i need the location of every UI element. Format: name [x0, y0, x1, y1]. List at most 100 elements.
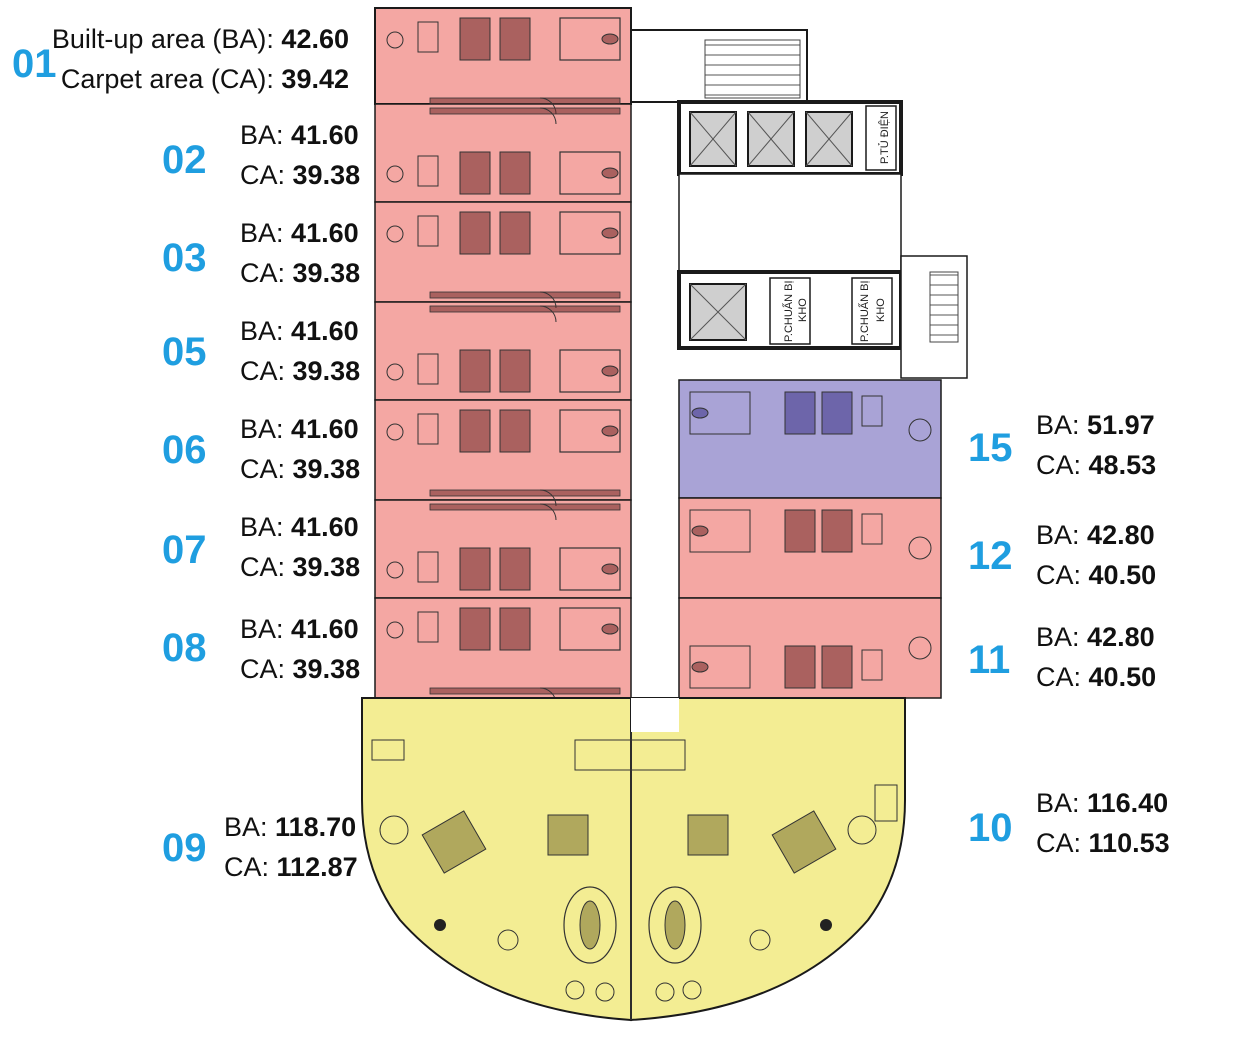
bathtub-icon [579, 900, 601, 950]
toilet-icon [601, 365, 619, 377]
unit-09-ba-value: 118.70 [275, 812, 357, 842]
bathroom-icon [559, 607, 621, 651]
unit-10-number: 10 [968, 806, 1013, 850]
electrical-room [865, 105, 897, 171]
unit-03-ca-label: CA: [240, 258, 286, 288]
toilet-icon [601, 425, 619, 437]
door-icon [539, 305, 557, 323]
bed-icon [459, 211, 491, 255]
table-icon [847, 815, 877, 845]
bed-icon [499, 151, 531, 195]
unit-07-number: 07 [162, 528, 207, 572]
unit-11-ba-value: 42.80 [1087, 622, 1155, 652]
unit-10-ca-value: 110.53 [1088, 828, 1170, 858]
chair-icon [386, 621, 404, 639]
bathroom-icon [559, 17, 621, 61]
toilet-icon [691, 407, 709, 419]
unit-09-zone[interactable] [361, 697, 632, 1022]
chair-icon [655, 982, 675, 1002]
toilet-icon [691, 661, 709, 673]
unit-06-ca-value: 39.38 [292, 454, 361, 484]
unit-08-ba: BA: 41.60 [240, 616, 359, 643]
unit-12-ca-label: CA: [1036, 560, 1082, 590]
right-furniture [689, 391, 932, 689]
unit-10-zone[interactable] [630, 697, 906, 1022]
unit-12-ca: CA: 40.50 [1036, 562, 1156, 589]
unit-12-ba-value: 42.80 [1087, 520, 1155, 550]
unit-02-ca: CA: 39.38 [240, 162, 360, 189]
unit-07-ca-value: 39.38 [292, 552, 361, 582]
desk-icon [417, 611, 439, 643]
unit-05-number: 05 [162, 330, 207, 374]
bathroom-icon [559, 409, 621, 453]
unit-02-ca-value: 39.38 [292, 160, 361, 190]
toilet-icon [601, 623, 619, 635]
bed-icon [459, 607, 491, 651]
table-icon [749, 929, 771, 951]
unit-09-ca-value: 112.87 [276, 852, 358, 882]
bed-icon [821, 645, 853, 689]
bathroom-icon [559, 349, 621, 393]
wardrobe-icon [429, 687, 621, 695]
bed-icon [499, 547, 531, 591]
chair-icon [386, 363, 404, 381]
unit-01-ca: Carpet area (CA): 39.42 [61, 66, 349, 93]
desk-icon [417, 551, 439, 583]
unit-15-number: 15 [968, 426, 1013, 470]
unit-02-ba-label: BA: [240, 120, 284, 150]
bathtub-icon [664, 900, 686, 950]
unit-15-ba-label: BA: [1036, 410, 1080, 440]
chair-icon [386, 423, 404, 441]
unit-12-ba: BA: 42.80 [1036, 522, 1155, 549]
unit-05-ba: BA: 41.60 [240, 318, 359, 345]
unit-08-ca: CA: 39.38 [240, 656, 360, 683]
corridor-gap [631, 698, 679, 732]
chair-icon [386, 31, 404, 49]
unit-12-ba-label: BA: [1036, 520, 1080, 550]
unit-07-ca: CA: 39.38 [240, 554, 360, 581]
toilet-icon [601, 167, 619, 179]
store-room-left-label: KHO [797, 298, 809, 322]
bathroom-icon [559, 151, 621, 195]
chair-icon [908, 536, 932, 560]
unit-03-number: 03 [162, 236, 207, 280]
unit-09-number: 09 [162, 826, 207, 870]
column-icon [434, 919, 446, 931]
chair-icon [386, 561, 404, 579]
unit-06-ba-value: 41.60 [291, 414, 359, 444]
unit-11-ca-label: CA: [1036, 662, 1082, 692]
unit-15-ca: CA: 48.53 [1036, 452, 1156, 479]
unit-03-ba: BA: 41.60 [240, 220, 359, 247]
bed-icon [459, 349, 491, 393]
bathroom-icon [689, 645, 751, 689]
unit-10-ca: CA: 110.53 [1036, 830, 1170, 857]
unit-06-ca-label: CA: [240, 454, 286, 484]
unit-01-number: 01 [12, 42, 57, 86]
bed-icon [499, 349, 531, 393]
unit-01-ca-value: 39.42 [281, 64, 349, 94]
bathtub-icon [563, 886, 617, 964]
unit-02-ba-value: 41.60 [291, 120, 359, 150]
bed-icon [784, 391, 816, 435]
chair-icon [908, 418, 932, 442]
unit-07-ba: BA: 41.60 [240, 514, 359, 541]
desk-icon [417, 215, 439, 247]
wardrobe-icon [429, 291, 621, 299]
bathroom-icon [689, 509, 751, 553]
bathroom-icon [559, 211, 621, 255]
stair-right [929, 271, 959, 343]
unit-12-number: 12 [968, 534, 1013, 578]
unit-05-ca-value: 39.38 [292, 356, 361, 386]
unit-12-ca-value: 40.50 [1088, 560, 1157, 590]
unit-05-ca: CA: 39.38 [240, 358, 360, 385]
unit-08-ba-label: BA: [240, 614, 284, 644]
bed-icon [499, 409, 531, 453]
bed-icon [459, 151, 491, 195]
unit-01-ca-label: Carpet area (CA): [60, 64, 274, 94]
bed-icon [499, 607, 531, 651]
unit-01-ba: Built-up area (BA): 42.60 [52, 26, 349, 53]
unit-03-ca-value: 39.38 [292, 258, 361, 288]
bed-icon [499, 211, 531, 255]
unit-05-ba-value: 41.60 [291, 316, 359, 346]
